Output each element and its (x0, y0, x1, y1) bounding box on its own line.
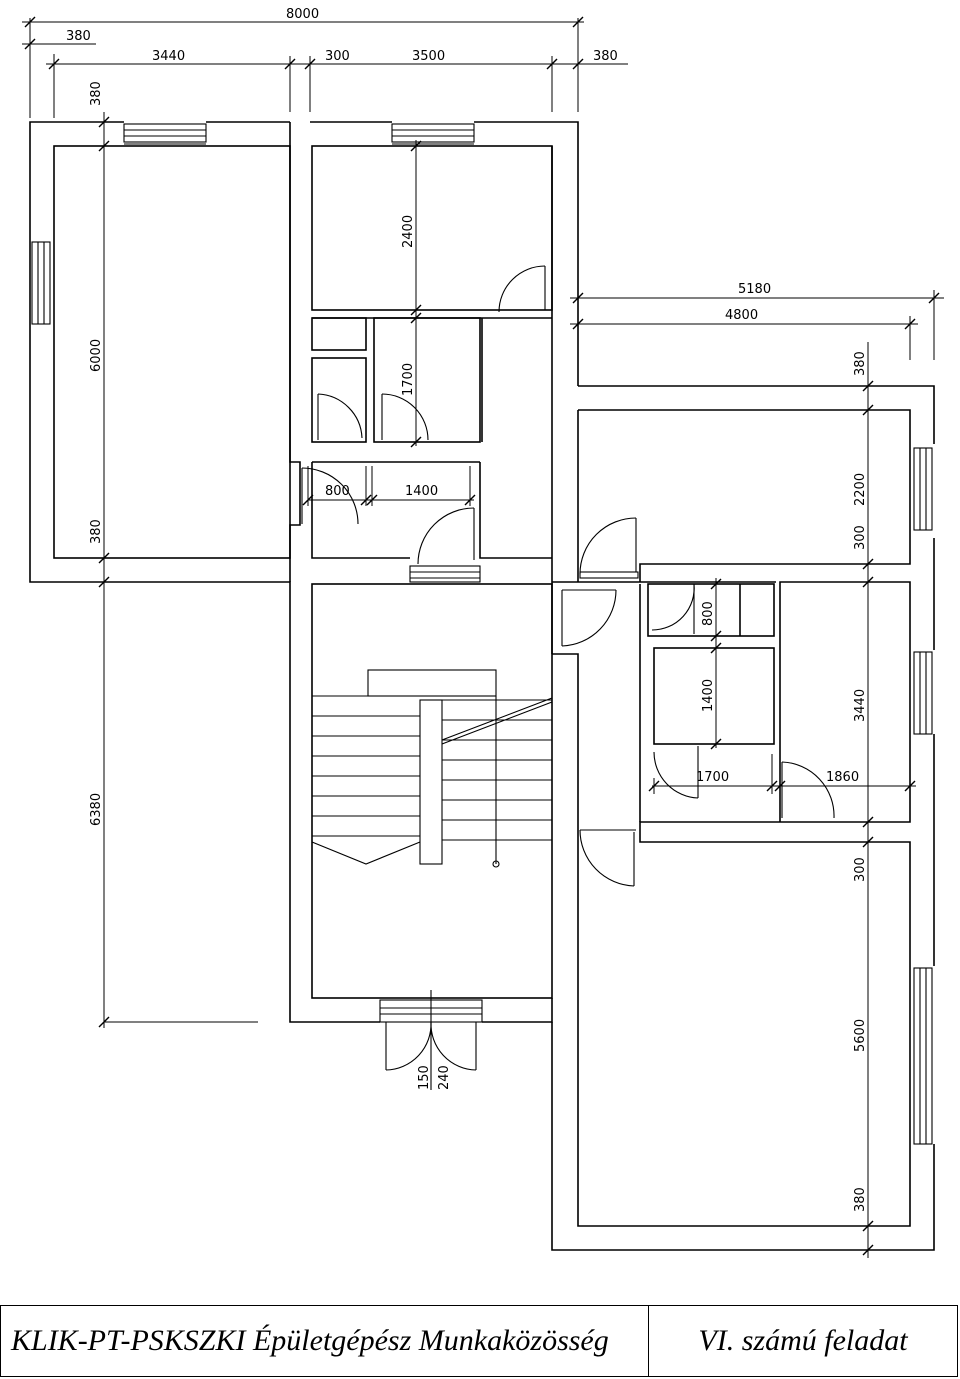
dim-top-total: 8000 (286, 7, 319, 22)
doors-right-wing (561, 517, 835, 887)
dim-entry-a: 150 (417, 1065, 432, 1090)
window-left-wall (31, 241, 51, 325)
title-block-task-cell: VI. számú feladat (649, 1306, 957, 1376)
window-right-2 (913, 651, 933, 735)
dim-right-total: 5180 (738, 282, 771, 297)
stair-steps-right (442, 699, 552, 841)
task-label: VI. számú feladat (698, 1324, 908, 1357)
stair-arrows (311, 696, 553, 868)
dim-wc-small: 1700 (401, 363, 416, 396)
dimension-lines (22, 16, 944, 1258)
dimension-texts: 8000 380 3440 300 3500 380 380 6000 380 … (66, 7, 868, 1212)
dim-bath-small: 800 (701, 601, 716, 626)
window-right-3 (913, 967, 933, 1145)
dim-top-partition: 300 (325, 49, 350, 64)
dim-right-part1: 300 (853, 525, 868, 550)
entry-door (379, 990, 483, 1090)
dim-right-inner: 4800 (725, 308, 758, 323)
dim-entry-b: 240 (437, 1065, 452, 1090)
dim-top-wall-right: 380 (593, 49, 618, 64)
window-top-left (123, 123, 207, 145)
window-right-1 (913, 447, 933, 531)
title-block-institution-cell: KLIK-PT-PSKSZKI Épületgépész Munkaközöss… (1, 1306, 649, 1376)
dim-left-room: 6000 (89, 339, 104, 372)
dim-right-room-bottom: 5600 (853, 1019, 868, 1052)
dim-left-wall-top: 380 (89, 81, 104, 106)
dim-right-part2: 300 (853, 857, 868, 882)
dim-top-room-left: 3440 (152, 49, 185, 64)
institution-name: KLIK-PT-PSKSZKI Épületgépész Munkaközöss… (11, 1324, 609, 1357)
staircase-walls (311, 583, 553, 1023)
center-north-walls (310, 121, 579, 583)
dim-top-wall-left: 380 (66, 29, 91, 44)
left-wing-walls (29, 121, 380, 1023)
dim-left-stair: 6380 (89, 793, 104, 826)
doors-center-north (301, 265, 546, 565)
dim-right-wall-bottom: 380 (853, 1187, 868, 1212)
dim-top-room-right: 3500 (412, 49, 445, 64)
dim-left-wall-mid: 380 (89, 519, 104, 544)
dim-right-mid-room: 3440 (853, 689, 868, 722)
floor-plan: 8000 380 3440 300 3500 380 380 6000 380 … (22, 7, 944, 1258)
title-block: KLIK-PT-PSKSZKI Épületgépész Munkaközöss… (0, 1305, 958, 1377)
right-wing-walls (551, 385, 935, 1251)
corridor-threshold (409, 565, 481, 583)
dim-right-wall-top: 380 (853, 351, 868, 376)
dim-bath-big: 1400 (701, 679, 716, 712)
stair-steps-left (312, 695, 420, 837)
dim-corr-width: 1400 (405, 484, 438, 499)
dim-bath-width: 1700 (696, 770, 729, 785)
window-top-center (391, 123, 475, 145)
dim-wc-room: 2400 (401, 215, 416, 248)
dim-hall-width: 1860 (826, 770, 859, 785)
dim-right-room-top: 2200 (853, 473, 868, 506)
dim-corr-door: 800 (325, 484, 350, 499)
